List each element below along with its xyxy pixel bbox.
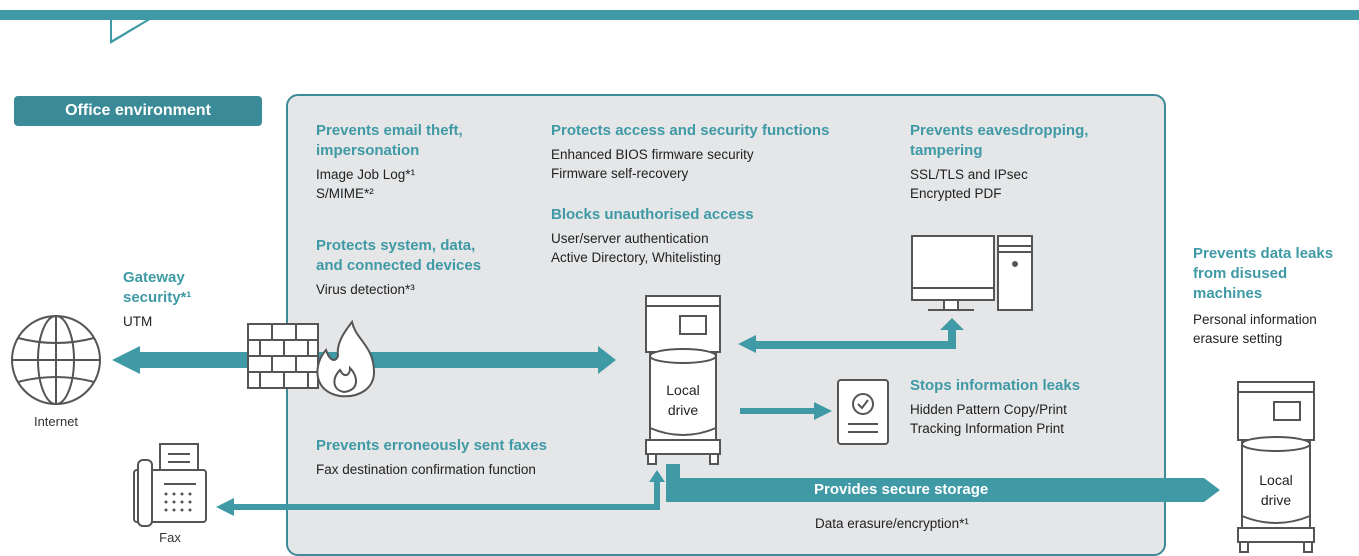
storage-line-1: Data erasure/encryption*¹ bbox=[815, 516, 969, 531]
eaves-title-line2: tampering bbox=[910, 142, 983, 159]
leaks-line-2: Tracking Information Print bbox=[910, 421, 1065, 436]
disused-line-1: Personal information bbox=[1193, 312, 1317, 327]
system-protection: Protects system, data, and connected dev… bbox=[316, 236, 481, 299]
access-line-2: Firmware self-recovery bbox=[551, 166, 689, 181]
top-banner-stripe bbox=[0, 10, 1359, 44]
disused-local-drive-icon bbox=[1241, 436, 1311, 524]
local-drive-label: Local drive bbox=[650, 380, 716, 420]
storage-title: Provides secure storage bbox=[814, 481, 989, 498]
access-line-1: Enhanced BIOS firmware security bbox=[551, 147, 754, 162]
fax-icon bbox=[133, 443, 207, 527]
gateway-text: UTM bbox=[123, 314, 153, 329]
disused-machines: Prevents data leaks from disused machine… bbox=[1193, 244, 1333, 348]
globe-icon bbox=[11, 315, 101, 405]
flame-icon bbox=[316, 319, 376, 398]
faxes-title: Prevents erroneously sent faxes bbox=[316, 437, 547, 454]
system-title-line2: and connected devices bbox=[316, 257, 482, 274]
leaks-title: Stops information leaks bbox=[910, 377, 1081, 394]
disused-title-line2: from disused bbox=[1193, 265, 1288, 282]
gateway-title-line2: security*¹ bbox=[123, 289, 192, 306]
eaves-line-1: SSL/TLS and IPsec bbox=[910, 167, 1028, 182]
unauth-line-1: User/server authentication bbox=[551, 231, 709, 246]
leaks-line-1: Hidden Pattern Copy/Print bbox=[910, 402, 1067, 417]
internet-label: Internet bbox=[33, 414, 79, 429]
printer-document-arrow bbox=[740, 402, 832, 420]
unauth-title: Blocks unauthorised access bbox=[551, 206, 754, 223]
disused-drive-label: Local drive bbox=[1242, 470, 1310, 510]
access-title: Protects access and security functions bbox=[551, 122, 830, 139]
email-line-1: Image Job Log*¹ bbox=[316, 167, 416, 182]
faxes-line-1: Fax destination confirmation function bbox=[316, 462, 536, 477]
local-drive-icon bbox=[649, 348, 717, 436]
fax-arrow bbox=[216, 470, 665, 516]
gateway-title-line1: Gateway bbox=[123, 269, 185, 286]
local-drive-label-line1: Local bbox=[666, 382, 700, 398]
disused-drive-label-line1: Local bbox=[1259, 472, 1293, 488]
email-title-line2: impersonation bbox=[316, 142, 420, 159]
disused-drive-label-line2: drive bbox=[1260, 492, 1292, 508]
eaves-line-2: Encrypted PDF bbox=[910, 186, 1002, 201]
information-leaks: Stops information leaks Hidden Pattern C… bbox=[910, 376, 1080, 438]
unauthorised-access: Blocks unauthorised access User/server a… bbox=[551, 205, 754, 267]
fax-label: Fax bbox=[159, 530, 181, 545]
access-protection: Protects access and security functions E… bbox=[551, 121, 829, 183]
disused-title-line1: Prevents data leaks bbox=[1193, 245, 1334, 262]
disused-title-line3: machines bbox=[1193, 285, 1263, 302]
system-title-line1: Protects system, data, bbox=[316, 237, 476, 254]
printer-pc-arrow bbox=[738, 318, 964, 353]
disused-line-2: erasure setting bbox=[1193, 331, 1283, 346]
email-title-line1: Prevents email theft, bbox=[316, 122, 463, 139]
top-banner-notch bbox=[112, 20, 146, 40]
system-line-1: Virus detection*³ bbox=[316, 282, 415, 297]
eavesdropping-protection: Prevents eavesdropping, tampering SSL/TL… bbox=[910, 121, 1088, 203]
document-icon bbox=[837, 379, 889, 445]
email-protection: Prevents email theft, impersonation Imag… bbox=[316, 121, 463, 203]
secure-storage-arrow bbox=[666, 464, 1220, 502]
email-line-2: S/MIME*² bbox=[316, 186, 374, 201]
local-drive-label-line2: drive bbox=[667, 402, 699, 418]
gateway-security: Gateway security*¹ UTM bbox=[123, 268, 191, 331]
unauth-line-2: Active Directory, Whitelisting bbox=[551, 250, 722, 265]
fax-protection: Prevents erroneously sent faxes Fax dest… bbox=[316, 436, 547, 479]
eaves-title-line1: Prevents eavesdropping, bbox=[910, 122, 1089, 139]
firewall-icon bbox=[247, 323, 319, 389]
office-environment-tag: Office environment bbox=[14, 96, 262, 126]
computer-icon bbox=[911, 235, 1033, 311]
